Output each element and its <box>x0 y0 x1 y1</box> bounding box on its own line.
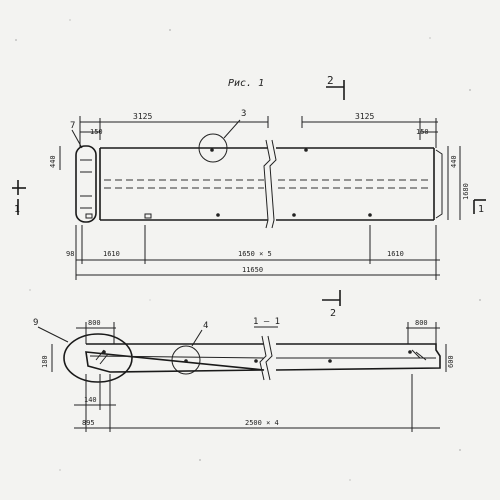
callout-9-label: 9 <box>33 318 38 328</box>
plan-dim-top-left: 3125 <box>133 112 152 121</box>
plan-view: 3125 3125 150 150 7 3 <box>49 109 470 280</box>
section-dim-right-height: 600 <box>447 355 455 368</box>
figure-title: Рис. 1 <box>228 78 264 89</box>
plan-dim-side-left: 440 <box>49 155 57 168</box>
section-dim-right-top: 800 <box>415 319 428 327</box>
left-section-marker: 1 <box>12 180 26 215</box>
section-marker-bottom: 2 <box>322 290 341 319</box>
plan-dim-bottom-first: 98 <box>66 250 74 258</box>
plan-dim-side-right-height: 1680 <box>462 183 470 200</box>
plan-dim-bottom-total: 11650 <box>242 266 263 274</box>
plan-dim-bottom-mid: 1650 × 5 <box>238 250 272 258</box>
paper-noise <box>15 19 481 481</box>
right-section-marker: 1 <box>473 199 486 215</box>
section-title: 1 — 1 <box>253 317 280 327</box>
plan-dim-bottom-a: 1610 <box>103 250 120 258</box>
section-marker-top-label: 2 <box>327 74 334 87</box>
section-dim-left-top: 800 <box>88 319 101 327</box>
plan-dim-edge-right: 150 <box>416 128 429 136</box>
callout-3-label: 3 <box>241 109 246 119</box>
section-dim-bottom-small: 140 <box>84 396 97 404</box>
plan-dim-bottom-b: 1610 <box>387 250 404 258</box>
plan-dim-edge-left: 150 <box>90 128 103 136</box>
right-section-marker-label: 1 <box>478 204 484 215</box>
section-dim-bottom-first: 895 <box>82 419 95 427</box>
section-marker-bottom-label: 2 <box>330 308 336 319</box>
plan-dim-side-right-small: 440 <box>450 155 458 168</box>
section-dim-left-height: 180 <box>41 355 49 368</box>
section-dim-bottom-mid: 2500 × 4 <box>245 419 279 427</box>
section-marker-top: 2 <box>326 74 345 100</box>
left-section-marker-label: 1 <box>14 204 20 215</box>
callout-7-label: 7 <box>70 121 75 131</box>
callout-4-label: 4 <box>203 321 208 331</box>
plan-dim-top-right: 3125 <box>355 112 374 121</box>
section-view: 1 — 1 9 4 800 800 180 <box>33 317 455 432</box>
